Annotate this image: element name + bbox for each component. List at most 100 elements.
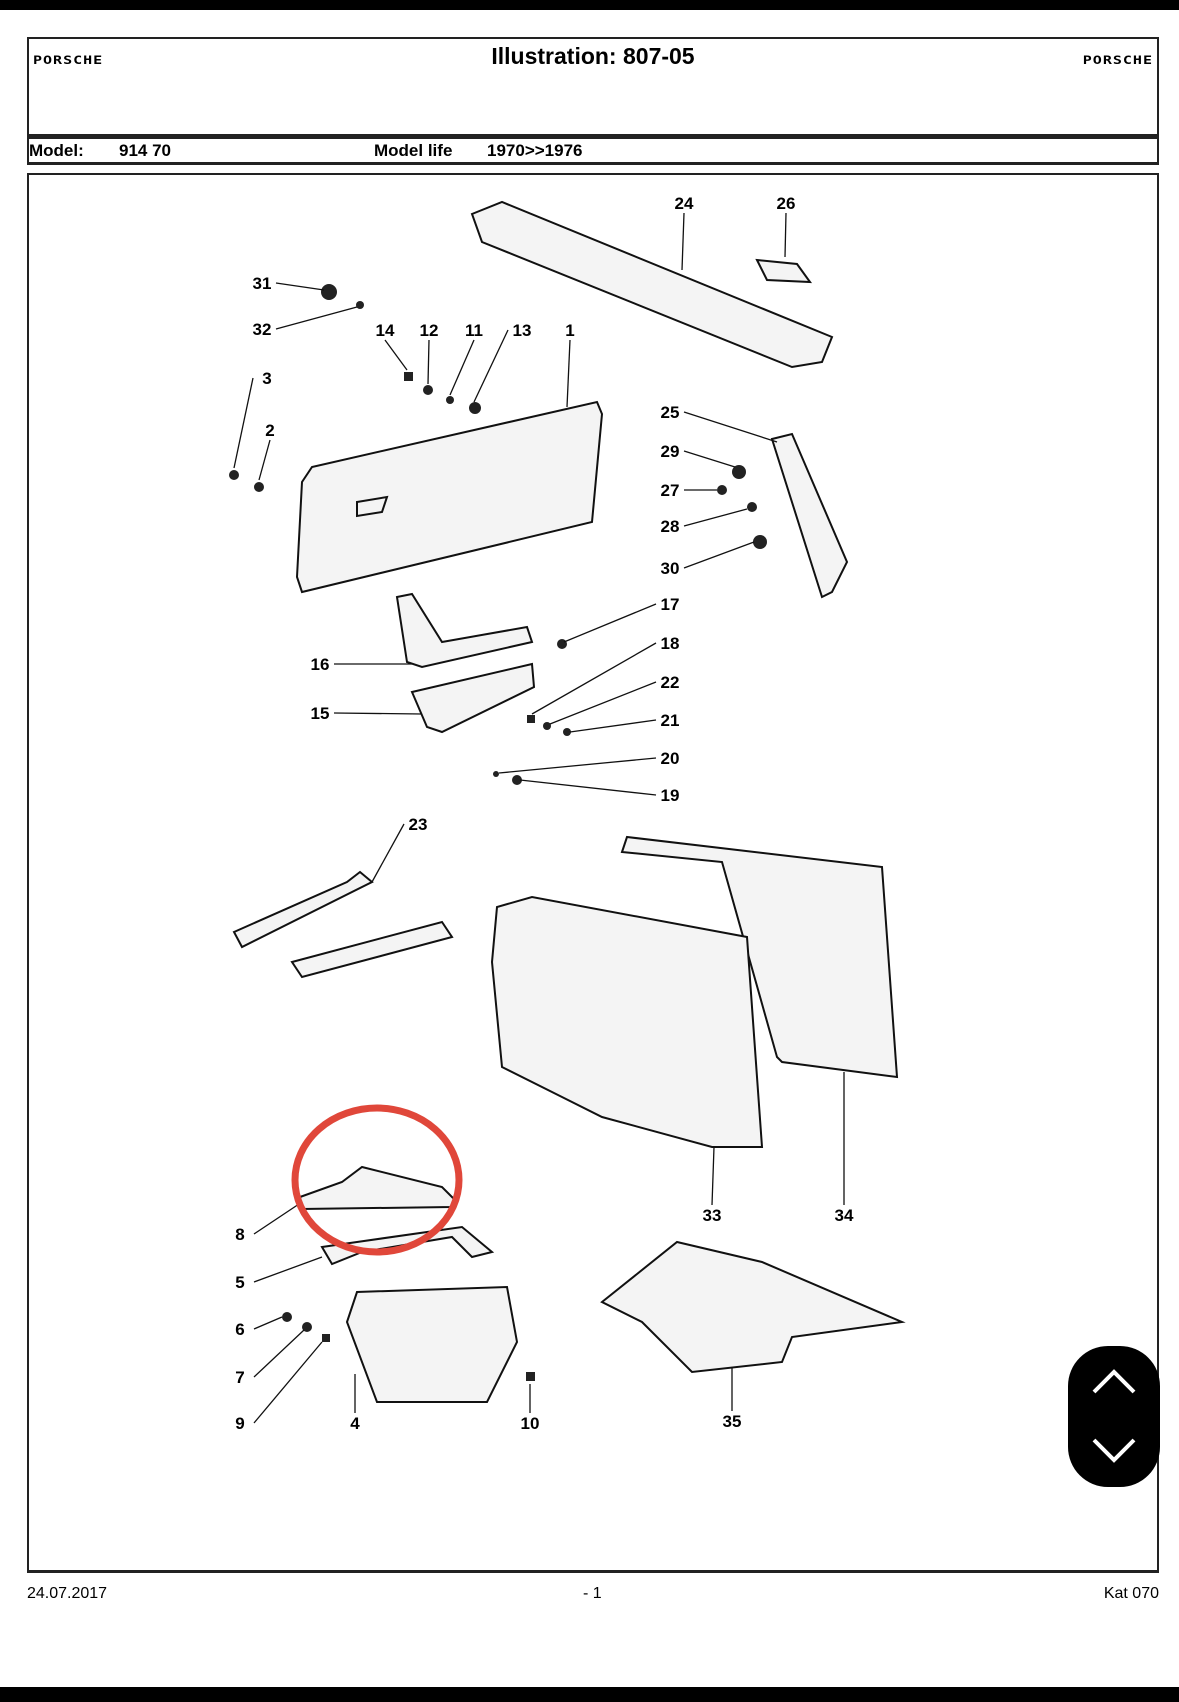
leader-line-30 — [683, 541, 755, 569]
part-8-shelf — [298, 1165, 459, 1211]
part-22-washer — [543, 722, 551, 730]
leader-line-24 — [681, 212, 685, 271]
leader-line-26 — [784, 212, 787, 258]
part-23-sill-lower — [290, 920, 454, 979]
part-32-screw — [356, 301, 364, 309]
part-11-screw — [446, 396, 454, 404]
model-life-value: 1970>>1976 — [487, 141, 583, 160]
part-23-sill-upper — [232, 870, 374, 949]
scroll-up-button[interactable] — [1068, 1346, 1160, 1416]
porsche-logo-left: PORSCHE — [33, 53, 104, 67]
callout-14: 14 — [376, 321, 395, 340]
callout-2: 2 — [265, 421, 274, 440]
part-33-seat-back — [490, 895, 764, 1148]
callout-35: 35 — [723, 1412, 742, 1431]
scroll-down-button[interactable] — [1068, 1416, 1160, 1486]
part-18-nut — [527, 715, 535, 723]
callout-23: 23 — [409, 815, 428, 834]
model-row: Model: 914 70 Model life 1970>>1976 — [27, 137, 1159, 165]
leader-line-13 — [473, 329, 509, 403]
callout-19: 19 — [661, 786, 680, 805]
header-box: PORSCHE Illustration: 807-05 PORSCHE — [27, 37, 1159, 137]
part-9-nut — [322, 1334, 330, 1342]
leader-line-31 — [275, 282, 325, 291]
chevron-down-icon — [1092, 1438, 1136, 1463]
callout-33: 33 — [703, 1206, 722, 1225]
part-2-plug — [254, 482, 264, 492]
part-12-washer — [423, 385, 433, 395]
callout-15: 15 — [311, 704, 330, 723]
part-34-seat-back — [620, 835, 899, 1079]
leader-line-20 — [498, 757, 657, 774]
leader-line-11 — [449, 339, 475, 396]
leader-line-28 — [683, 508, 748, 527]
leader-line-1 — [566, 339, 571, 408]
callout-9: 9 — [235, 1414, 244, 1433]
part-14-nut — [404, 372, 413, 381]
model-value: 914 70 — [119, 141, 171, 160]
part-10-nut — [526, 1372, 535, 1381]
callout-12: 12 — [420, 321, 439, 340]
leader-line-3 — [233, 377, 254, 469]
leader-line-8 — [253, 1201, 303, 1235]
leader-line-19 — [519, 779, 657, 796]
callout-6: 6 — [235, 1320, 244, 1339]
leader-line-15 — [333, 712, 423, 715]
callout-13: 13 — [513, 321, 532, 340]
footer-catalog: Kat 070 — [1103, 1585, 1159, 1602]
leader-line-21 — [569, 719, 657, 733]
callout-18: 18 — [661, 634, 680, 653]
leader-line-18 — [531, 642, 657, 715]
page-title: Illustration: 807-05 — [491, 43, 695, 69]
part-31-knob — [321, 284, 337, 300]
part-30-nut — [753, 535, 767, 549]
part-26-clip — [755, 258, 813, 284]
part-15-armrest-base — [410, 662, 536, 734]
part-29-cap — [732, 465, 746, 479]
part-21-screw — [563, 728, 571, 736]
callout-10: 10 — [521, 1414, 540, 1433]
model-life-label: Model life — [374, 141, 453, 160]
part-17-screw — [557, 639, 567, 649]
part-19-screw — [512, 775, 522, 785]
leader-line-2 — [258, 439, 271, 481]
chevron-up-icon — [1092, 1369, 1136, 1394]
callout-34: 34 — [835, 1206, 854, 1225]
callout-30: 30 — [661, 559, 680, 578]
page-nav-control — [1068, 1346, 1160, 1487]
bottom-black-bar — [0, 1687, 1179, 1702]
callout-4: 4 — [350, 1414, 360, 1433]
part-27-stud — [717, 485, 727, 495]
part-24-roof-bar — [470, 200, 834, 369]
callout-7: 7 — [235, 1368, 244, 1387]
callout-5: 5 — [235, 1273, 244, 1292]
callout-27: 27 — [661, 481, 680, 500]
model-label: Model: — [29, 141, 84, 160]
callout-1: 1 — [565, 321, 574, 340]
leader-line-7 — [253, 1329, 305, 1378]
callout-17: 17 — [661, 595, 680, 614]
part-1-handle-recess — [356, 495, 389, 518]
part-35-carpet — [600, 1240, 906, 1374]
part-4-tray — [345, 1285, 519, 1403]
part-7-washer — [302, 1322, 312, 1332]
leader-line-9 — [253, 1341, 323, 1424]
part-20-washer — [493, 771, 499, 777]
callout-26: 26 — [777, 194, 796, 213]
part-25-pillar-trim — [770, 432, 849, 599]
callout-3: 3 — [262, 369, 271, 388]
part-5-seal — [320, 1225, 495, 1266]
leader-line-12 — [427, 339, 430, 385]
leader-line-17 — [563, 603, 657, 643]
callout-8: 8 — [235, 1225, 244, 1244]
part-13-cap — [469, 402, 481, 414]
part-3-pin — [229, 470, 239, 480]
callout-24: 24 — [675, 194, 694, 213]
callout-16: 16 — [311, 655, 330, 674]
leader-line-6 — [253, 1316, 283, 1330]
highlight-circle — [291, 1104, 463, 1256]
leader-line-32 — [275, 306, 358, 330]
leader-line-22 — [549, 681, 657, 725]
